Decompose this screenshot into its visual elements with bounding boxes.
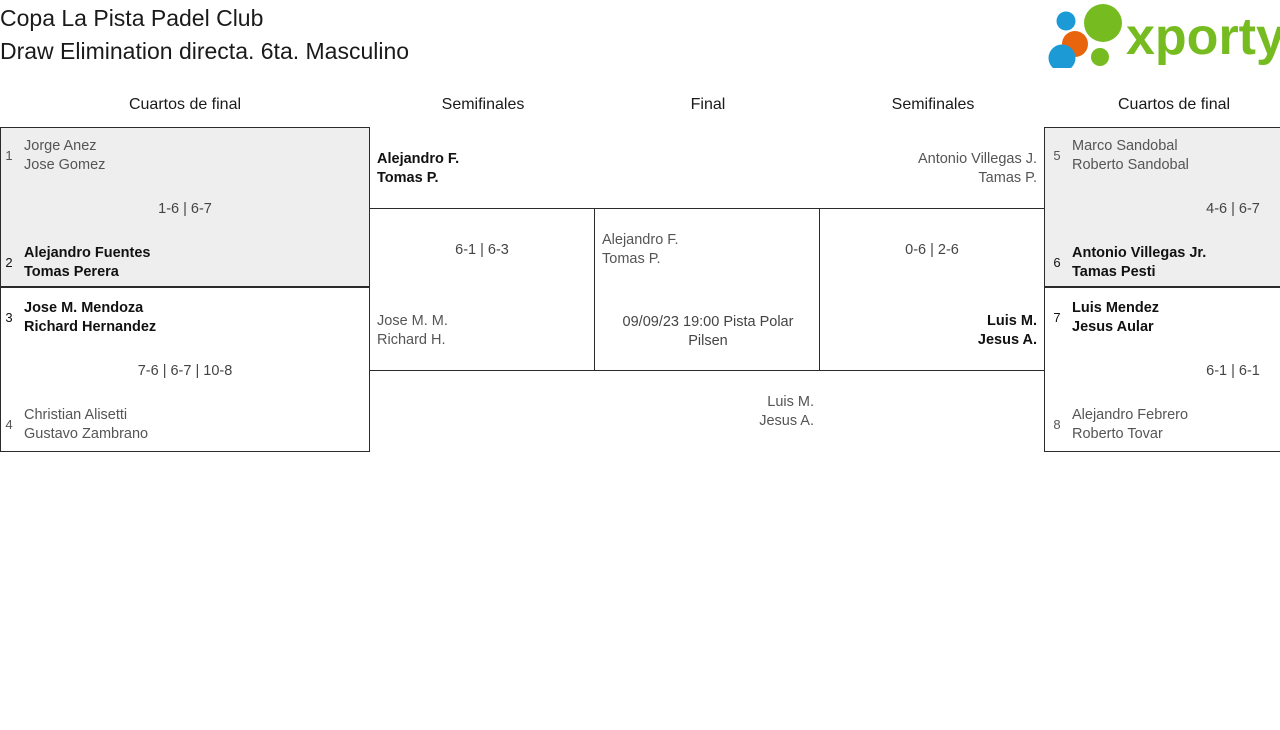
logo-dot-blue-large [1048,44,1076,72]
match-sf-left-score: 6-1 | 6-3 [455,242,509,258]
seed-5: 5 [1053,148,1061,163]
match-box-qf3[interactable] [1044,127,1280,287]
match-final-team-a: Alejandro F. Tomas P. [602,232,679,267]
match-qf1-score: 1-6 | 6-7 [158,201,212,217]
match-qf1-team-b: Alejandro Fuentes Tomas Perera [24,245,151,280]
match-qf4-team-a: Luis Mendez Jesus Aular [1072,300,1160,335]
match-qf3-team-b: Antonio Villegas Jr. Tamas Pesti [1072,245,1207,280]
round-header-semifinal-right: Semifinales [891,96,975,113]
logo-dot-blue-small [1056,11,1076,31]
match-box-qf1[interactable] [0,127,370,287]
match-qf4-score: 6-1 | 6-1 [1206,363,1260,379]
round-header-quarters-right: Cuartos de final [1118,96,1231,113]
seed-2: 2 [5,255,13,270]
match-qf4-team-b: Alejandro Febrero Roberto Tovar [1072,407,1189,442]
round-header-semifinal-left: Semifinales [441,96,525,113]
match-box-sf-left[interactable] [369,208,595,371]
match-qf1-team-a: Jorge Anez Jose Gomez [24,138,106,173]
xporty-logo[interactable]: xporty [1048,4,1280,72]
seed-7: 7 [1053,310,1061,325]
page-title: Copa La Pista Padel Club Draw Eliminatio… [0,2,409,68]
match-final-team-b: Luis M. Jesus A. [759,394,814,429]
logo-dot-green-large [1084,4,1122,42]
tournament-name: Copa La Pista Padel Club [0,5,264,31]
match-qf3-score: 4-6 | 6-7 [1206,201,1260,217]
logo-dot-green-small [1091,48,1109,66]
seed-1: 1 [5,148,13,163]
match-qf2-team-a: Jose M. Mendoza Richard Hernandez [24,300,157,335]
draw-name: Draw Elimination directa. 6ta. Masculino [0,38,410,64]
match-sf-right-score: 0-6 | 2-6 [905,242,959,258]
round-header-quarters-left: Cuartos de final [128,96,242,113]
match-sf-left-team-b: Jose M. M. Richard H. [377,313,448,348]
match-qf3-team-a: Marco Sandobal Roberto Sandobal [1072,138,1189,173]
match-sf-right-team-b: Luis M. Jesus A. [977,313,1037,348]
seed-4: 4 [5,417,13,432]
seed-6: 6 [1053,255,1061,270]
match-qf2-team-b: Christian Alisetti Gustavo Zambrano [24,407,149,442]
match-box-qf4[interactable] [1044,287,1280,452]
match-box-final[interactable] [594,208,820,371]
seed-8: 8 [1053,417,1061,432]
logo-wordmark: xporty [1126,8,1280,66]
match-qf2-score: 7-6 | 6-7 | 10-8 [137,363,233,379]
match-final-schedule: 09/09/23 19:00 Pista Polar Pilsen [622,314,794,349]
round-header-final: Final [690,96,726,113]
match-sf-right-team-a: Antonio Villegas J. Tamas P. [917,151,1037,186]
match-sf-left-team-a: Alejandro F. Tomas P. [377,151,460,186]
seed-3: 3 [5,310,13,325]
match-box-sf-right[interactable] [819,208,1045,371]
